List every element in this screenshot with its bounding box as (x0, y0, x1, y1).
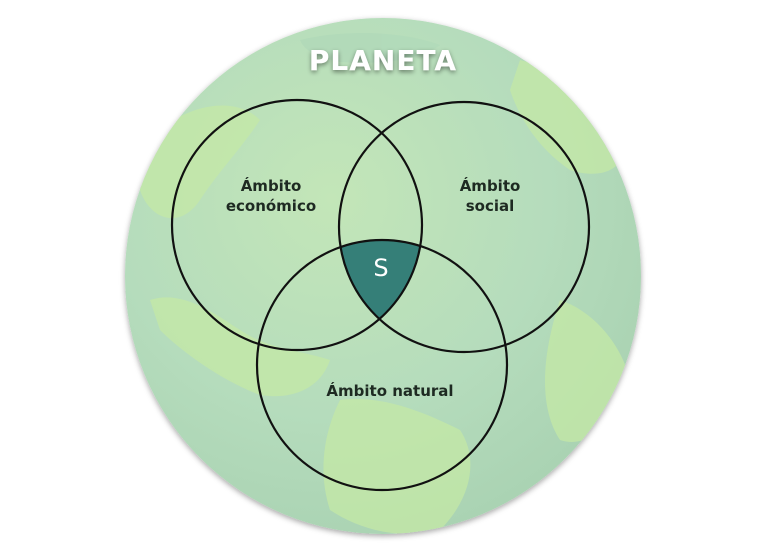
circle-social (337, 100, 591, 354)
label-social-line2: social (466, 197, 515, 215)
continents-shapes (140, 33, 630, 534)
title-planeta: PLANETA (309, 44, 457, 77)
circle-economico (170, 98, 424, 352)
label-economico-line1: Ámbito (241, 176, 302, 195)
label-social-line1: Ámbito (460, 176, 521, 195)
circle-natural (255, 238, 509, 492)
label-natural: Ámbito natural (326, 381, 453, 400)
label-economico-line2: económico (226, 197, 316, 215)
center-label-s: S (373, 254, 388, 282)
